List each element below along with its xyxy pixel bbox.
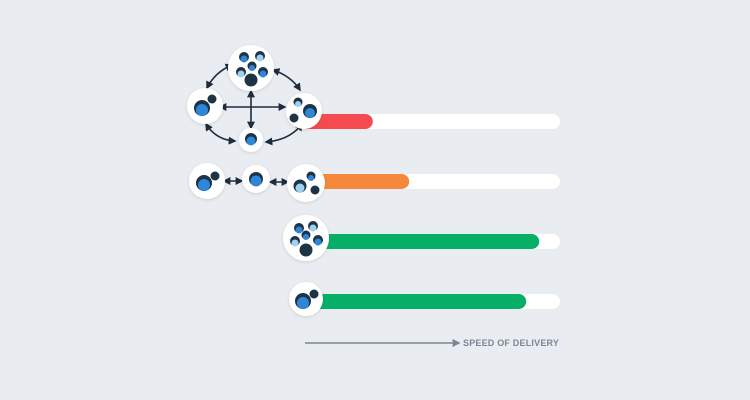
- bar-fill-small-team: [300, 294, 527, 309]
- team-circle-chain-right: [287, 164, 325, 202]
- single-small-team: [289, 282, 323, 316]
- three-group-chain: [189, 163, 325, 202]
- person-icon: [249, 172, 263, 187]
- team-circle-bottom-single: [239, 128, 263, 152]
- people-icon: [290, 221, 323, 257]
- single-large-team: [283, 215, 329, 261]
- people-icon: [194, 94, 217, 116]
- people-icon: [293, 171, 320, 195]
- team-circle-right-trio: [286, 93, 322, 129]
- team-circle-left-pair: [187, 88, 223, 124]
- four-group-network: [187, 45, 322, 152]
- people-icon: [295, 289, 319, 309]
- team-circle-chain-middle: [242, 165, 270, 193]
- delivery-speed-bars: [300, 114, 560, 309]
- speed-of-delivery-label: SPEED OF DELIVERY: [463, 338, 560, 348]
- team-circle-chain-left: [189, 163, 225, 199]
- arrow-left-bottom: [205, 122, 237, 145]
- team-circle-small: [289, 282, 323, 316]
- team-circle-top-large: [228, 45, 274, 91]
- team-circle-large: [283, 215, 329, 261]
- person-icon: [245, 133, 257, 146]
- bar-fill-large-team: [300, 234, 540, 249]
- arrow-top-right: [271, 68, 301, 92]
- people-icon: [289, 97, 317, 123]
- people-icon: [236, 51, 268, 87]
- bar-fill-chain: [300, 174, 410, 189]
- people-icon: [196, 171, 220, 191]
